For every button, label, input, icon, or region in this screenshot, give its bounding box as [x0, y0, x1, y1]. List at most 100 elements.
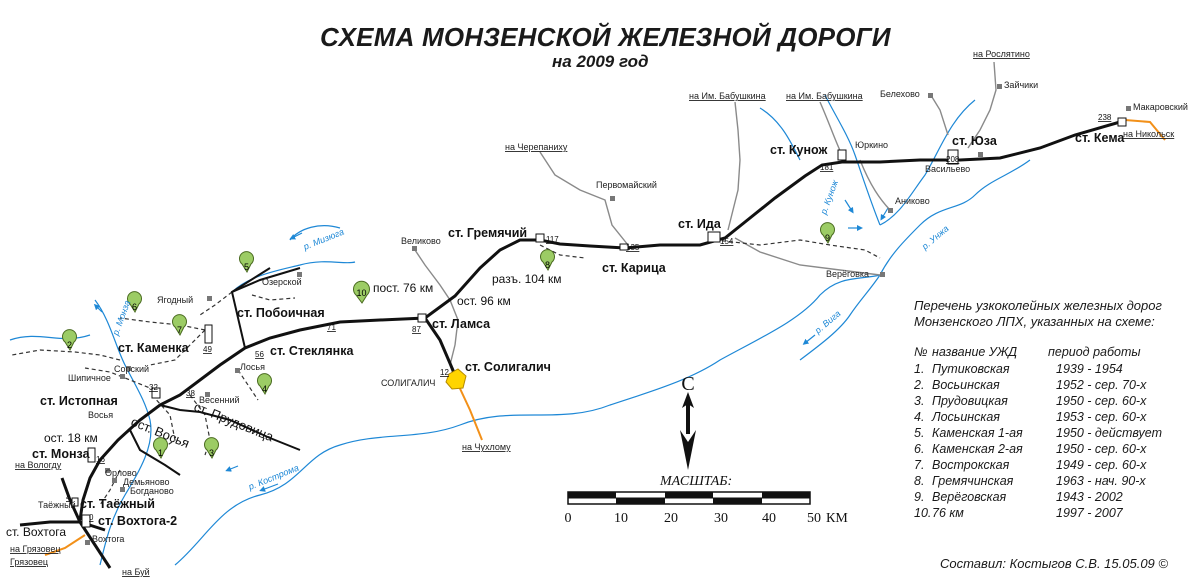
svg-text:на Чухлому: на Чухлому — [462, 442, 511, 452]
station-mark-monza — [87, 447, 96, 463]
label-karitsa: ст. Карица — [602, 261, 667, 275]
marker-1: 1 — [153, 437, 168, 460]
minor-station-labels: разъ. 104 км ост. 96 км пост. 76 км ост.… — [6, 272, 561, 539]
label-vokhtoga2: ст. Вохтога-2 — [98, 514, 177, 528]
marker-2: 2 — [62, 329, 77, 352]
river-kunozh-trib — [879, 99, 976, 226]
label-steklyanka: ст. Стеклянка — [270, 344, 354, 358]
label-lamsa: ст. Ламса — [432, 317, 491, 331]
svg-text:3: 3 — [209, 448, 214, 458]
station-mark-gremyachiy — [535, 233, 545, 243]
station-mark-istopnaya — [151, 387, 161, 399]
map-subtitle: на 2009 год — [552, 52, 649, 71]
north-arrow: С — [680, 373, 696, 470]
rail-vologda — [60, 477, 82, 523]
svg-text:4: 4 — [66, 493, 71, 502]
svg-text:Зайчики: Зайчики — [1004, 80, 1038, 90]
svg-text:208: 208 — [946, 155, 960, 164]
svg-text:117: 117 — [546, 235, 559, 244]
svg-text:71: 71 — [327, 323, 336, 332]
soligalich-city-mark — [445, 368, 467, 390]
marker-6: 6 — [127, 291, 142, 314]
svg-text:р. Кунож: р. Кунож — [818, 178, 840, 217]
rail-buy — [78, 521, 112, 569]
marker-5: 5 — [239, 251, 254, 274]
svg-text:6: 6 — [132, 302, 137, 312]
svg-text:49: 49 — [203, 345, 212, 354]
svg-text:р. Вига: р. Вига — [812, 308, 842, 336]
svg-text:на Им. Бабушкина: на Им. Бабушкина — [689, 91, 766, 101]
marker-9: 9 — [820, 222, 835, 245]
svg-text:16: 16 — [96, 455, 105, 464]
river-monza — [94, 299, 152, 566]
svg-text:Богданово: Богданово — [130, 486, 174, 496]
road-belekhovo — [931, 96, 949, 136]
marker-3: 3 — [204, 437, 219, 460]
svg-text:4: 4 — [262, 384, 267, 394]
label-vokhtoga: ст. Вохтога — [6, 525, 66, 539]
scale-bar: МАСШТАБ: 0 10 20 30 40 50 КМ — [565, 474, 849, 526]
svg-text:154: 154 — [720, 237, 734, 246]
svg-text:10: 10 — [614, 511, 628, 526]
svg-text:Макаровский: Макаровский — [1133, 102, 1188, 112]
svg-text:Белехово: Белехово — [880, 89, 920, 99]
svg-text:7: 7 — [177, 325, 182, 335]
river-arrows — [93, 199, 889, 492]
svg-text:на Буй: на Буй — [122, 567, 150, 577]
svg-text:181: 181 — [820, 163, 834, 172]
svg-text:Таёжный: Таёжный — [38, 500, 76, 510]
svg-text:Юркино: Юркино — [855, 140, 888, 150]
svg-text:на Вологду: на Вологду — [15, 460, 62, 470]
marker-7: 7 — [172, 314, 187, 337]
author-credit: Составил: Костыгов С.В. 15.05.09 © — [940, 556, 1168, 571]
road-to-rosl — [967, 61, 997, 149]
svg-text:на Никольск: на Никольск — [1123, 129, 1174, 139]
direction-gryazovets-2: Грязовец — [10, 557, 48, 567]
svg-text:на Им. Бабушкина: на Им. Бабушкина — [786, 91, 863, 101]
marker-10: 10 — [353, 280, 370, 304]
branch-labels: ост. Восья ст. Прудовица — [129, 399, 277, 451]
svg-text:Вохтога: Вохтога — [92, 534, 124, 544]
station-mark-taezhny — [71, 497, 79, 507]
station-mark-lamsa — [417, 313, 427, 323]
label-kunozh: ст. Кунож — [770, 143, 828, 157]
svg-text:8: 8 — [545, 260, 550, 270]
village-marks — [85, 84, 1131, 545]
svg-text:135: 135 — [626, 243, 640, 252]
svg-text:38: 38 — [186, 389, 195, 398]
svg-text:Лосья: Лосья — [240, 362, 265, 372]
svg-text:5: 5 — [244, 262, 249, 272]
svg-text:р. Монза: р. Монза — [110, 299, 132, 338]
road-gryazovets — [44, 534, 86, 556]
label-taezhny: ст. Таёжный — [80, 497, 155, 511]
svg-text:9: 9 — [825, 233, 830, 243]
svg-text:30: 30 — [714, 511, 728, 526]
svg-text:12: 12 — [440, 368, 449, 377]
label-st-prudovitsa: ст. Прудовица — [192, 399, 277, 445]
svg-text:56: 56 — [255, 350, 264, 359]
line-markers: 1 2 3 4 5 6 7 8 9 10 — [62, 222, 835, 460]
label-monza: ст. Монза — [32, 447, 91, 461]
river-kunozh — [824, 94, 881, 226]
svg-text:238: 238 — [1098, 113, 1112, 122]
label-ida: ст. Ида — [678, 217, 722, 231]
svg-text:Первомайский: Первомайский — [596, 180, 657, 190]
locality-labels: Макаровский Зайчики Белехово Юркино Васи… — [38, 80, 1188, 544]
road-chukhloma — [455, 379, 483, 441]
svg-text:СОЛИГАЛИЧ: СОЛИГАЛИЧ — [381, 378, 435, 388]
road-cherepanikha — [539, 151, 629, 246]
svg-text:Верёговка: Верёговка — [826, 269, 869, 279]
river-network — [9, 94, 1031, 566]
svg-text:Весенний: Весенний — [199, 395, 240, 405]
svg-text:Озерской: Озерской — [262, 277, 302, 287]
svg-text:87: 87 — [412, 325, 421, 334]
svg-text:на Рослятино: на Рослятино — [973, 49, 1030, 59]
